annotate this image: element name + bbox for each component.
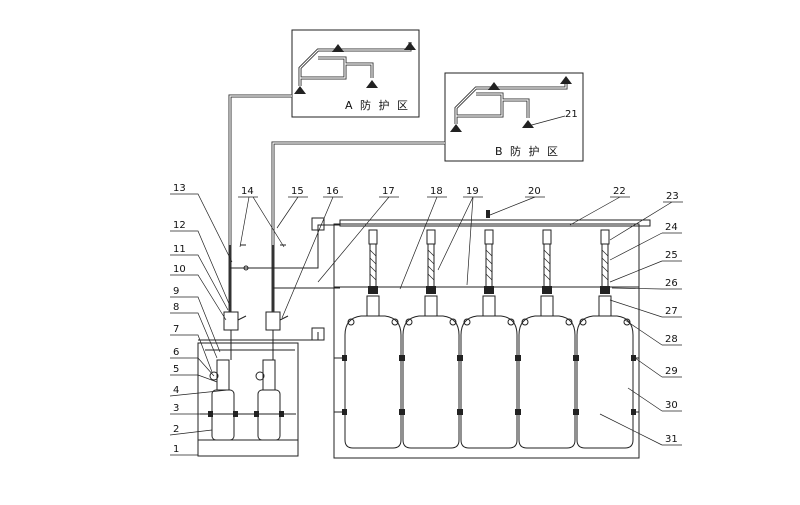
callout-14: 14 <box>241 186 254 197</box>
callout-7: 7 <box>173 324 179 335</box>
cylinder-lug-right-5 <box>623 318 631 326</box>
flexible-hose-2 <box>427 244 435 286</box>
callout-31: 31 <box>665 434 678 445</box>
protection-zone-b: B 防 护 区 <box>444 72 584 162</box>
manifold-connections <box>198 217 340 341</box>
check-valve-4 <box>542 229 552 245</box>
hose-braid-2 <box>427 249 435 281</box>
callout-26: 26 <box>665 278 678 289</box>
valve-actuator-4 <box>542 286 552 294</box>
callout-4: 4 <box>173 385 179 396</box>
callout-6: 6 <box>173 347 179 358</box>
callout-2: 2 <box>173 424 179 435</box>
valve-actuator-2 <box>426 286 436 294</box>
valve-actuator-5 <box>600 286 610 294</box>
flexible-hose-1 <box>369 244 377 286</box>
callout-24: 24 <box>665 222 678 233</box>
cylinder-lug-left-4 <box>521 318 529 326</box>
protection-zone-a: A 防 护 区 <box>291 29 420 118</box>
hose-braid-3 <box>485 249 493 281</box>
storage-cylinder-1 <box>344 315 402 449</box>
callout-12: 12 <box>173 220 186 231</box>
storage-cylinder-2 <box>402 315 460 449</box>
flexible-hose-3 <box>485 244 493 286</box>
callout-25: 25 <box>665 250 678 261</box>
check-valve-3 <box>484 229 494 245</box>
cylinder-valve-5 <box>598 295 612 317</box>
strap-clamp-low-1 <box>342 409 347 415</box>
valve-actuator-3 <box>484 286 494 294</box>
hose-braid-5 <box>601 249 609 281</box>
cylinder-lug-left-1 <box>347 318 355 326</box>
cylinder-lug-left-2 <box>405 318 413 326</box>
cylinder-valve-2 <box>424 295 438 317</box>
strap-clamp-low-4 <box>516 409 521 415</box>
check-valve-1 <box>368 229 378 245</box>
callout-5: 5 <box>173 364 179 375</box>
callout-3: 3 <box>173 403 179 414</box>
zone-b-label: B 防 护 区 <box>495 144 560 158</box>
strap-clamp-low-2 <box>400 409 405 415</box>
strap-clamp-low-3 <box>458 409 463 415</box>
storage-cylinder-4 <box>518 315 576 449</box>
callout-17: 17 <box>382 186 395 197</box>
callout-29: 29 <box>665 366 678 377</box>
callout-13: 13 <box>173 183 186 194</box>
callout-11: 11 <box>173 244 186 255</box>
strap-clamp-3 <box>458 355 463 361</box>
zone-supply-pipes <box>228 94 445 245</box>
callout-18: 18 <box>430 186 443 197</box>
cylinder-lug-left-5 <box>579 318 587 326</box>
cylinder-valve-1 <box>366 295 380 317</box>
pilot-cylinder-cabinet <box>197 311 299 457</box>
strap-clamp-low-r-5 <box>631 409 636 415</box>
callout-1: 1 <box>173 444 179 455</box>
storage-cylinder-3 <box>460 315 518 449</box>
callout-20: 20 <box>528 186 541 197</box>
callout-10: 10 <box>173 264 186 275</box>
cylinder-lug-right-4 <box>565 318 573 326</box>
cylinder-valve-4 <box>540 295 554 317</box>
callout-23: 23 <box>666 191 679 202</box>
callout-30: 30 <box>665 400 678 411</box>
callouts-left: 13 12 11 10 9 8 7 6 5 4 3 2 1 <box>169 183 233 456</box>
callout-22: 22 <box>613 186 626 197</box>
strap-clamp-1 <box>342 355 347 361</box>
callout-28: 28 <box>665 334 678 345</box>
valve-actuator-1 <box>368 286 378 294</box>
strap-clamp-2 <box>400 355 405 361</box>
callout-21: 21 <box>565 109 578 120</box>
strap-clamp-low-5 <box>574 409 579 415</box>
strap-clamp-5 <box>574 355 579 361</box>
zone-a-label: A 防 护 区 <box>345 98 410 112</box>
callouts-top: 14 15 16 17 18 19 20 22 23 <box>238 186 683 319</box>
hose-braid-4 <box>543 249 551 281</box>
cylinder-lug-left-3 <box>463 318 471 326</box>
callout-19: 19 <box>466 186 479 197</box>
flexible-hose-4 <box>543 244 551 286</box>
strap-clamp-r-5 <box>631 355 636 361</box>
callout-9: 9 <box>173 286 179 297</box>
check-valve-5 <box>600 229 610 245</box>
callout-16: 16 <box>326 186 339 197</box>
cylinder-lug-right-2 <box>449 318 457 326</box>
strap-clamp-4 <box>516 355 521 361</box>
flexible-hose-5 <box>601 244 609 286</box>
callout-8: 8 <box>173 302 179 313</box>
main-cylinders <box>342 210 636 449</box>
cylinder-lug-right-3 <box>507 318 515 326</box>
callout-27: 27 <box>665 306 678 317</box>
check-valve-2 <box>426 229 436 245</box>
callout-15: 15 <box>291 186 304 197</box>
cylinder-lug-right-1 <box>391 318 399 326</box>
pressure-switch <box>486 210 490 218</box>
hose-braid-1 <box>369 249 377 281</box>
callouts-right: 24 25 26 27 28 29 30 31 21 <box>565 109 682 446</box>
storage-cylinder-5 <box>576 315 634 449</box>
cylinder-valve-3 <box>482 295 496 317</box>
